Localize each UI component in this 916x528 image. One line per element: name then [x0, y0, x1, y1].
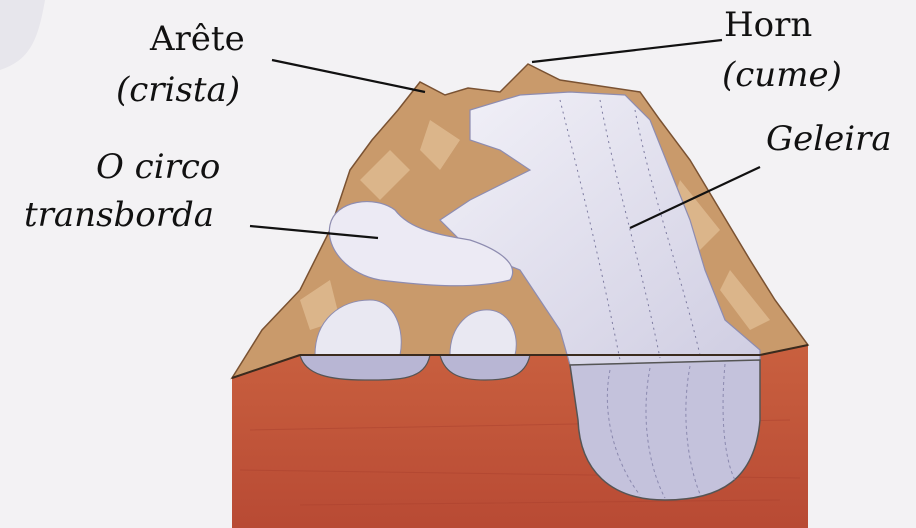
- label-circo-line2: transborda: [24, 198, 214, 232]
- label-circo-line1: O circo: [96, 150, 220, 184]
- label-arete: Arête: [150, 22, 245, 56]
- label-arete-portuguese: (crista): [116, 73, 240, 107]
- leader-horn: [532, 40, 722, 62]
- label-horn-portuguese: (cume): [722, 58, 842, 92]
- leader-arete: [272, 60, 425, 92]
- page-edge-mark: [0, 0, 45, 70]
- label-horn: Horn: [724, 8, 812, 42]
- label-geleira: Geleira: [766, 122, 892, 156]
